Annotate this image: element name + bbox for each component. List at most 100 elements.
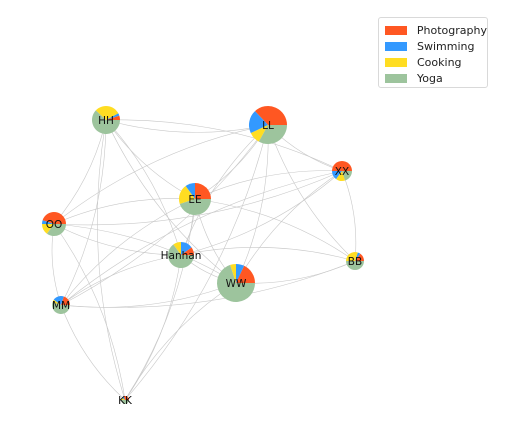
pie-slice-KK-photography — [123, 396, 129, 400]
pie-slice-MM-cooking — [52, 299, 61, 305]
pie-slice-MM-photography — [61, 296, 70, 305]
edge-OO-Hanhan — [53, 223, 182, 256]
legend-item-cooking: Cooking — [385, 54, 487, 70]
edge-XX-OO — [53, 170, 343, 226]
edge-OO-MM — [51, 223, 62, 306]
pie-slice-BB-cooking — [346, 251, 358, 261]
pie-slice-HH-swimming — [106, 113, 120, 120]
edge-EE-OO — [53, 198, 196, 225]
pie-slice-OO-photography — [42, 212, 66, 224]
edge-HH-KK — [97, 119, 126, 401]
node-label-XX: XX — [335, 166, 349, 178]
pie-slice-LL-swimming — [249, 111, 268, 134]
pie-slice-XX-photography — [332, 161, 352, 171]
pie-slice-XX-swimming — [332, 171, 342, 180]
node-label-HH: HH — [98, 115, 114, 127]
edge-layer — [51, 119, 357, 401]
node-MM[interactable]: MM — [51, 295, 70, 315]
edge-EE-BB — [194, 198, 356, 262]
pie-slice-Hanhan-yoga — [168, 244, 195, 268]
pie-slice-BB-photography — [355, 253, 364, 261]
pie-slice-OO-yoga — [46, 224, 66, 237]
pie-slice-KK-yoga — [121, 400, 129, 404]
legend-swatch — [385, 41, 407, 51]
pie-slice-XX-cooking — [336, 171, 346, 181]
legend-swatch — [385, 57, 407, 67]
legend-swatch — [385, 73, 407, 83]
legend-label: Yoga — [417, 71, 443, 85]
edge-LL-OO — [53, 124, 269, 225]
edge-XX-WW — [235, 170, 343, 284]
edge-XX-EE — [194, 170, 343, 200]
legend-item-swimming: Swimming — [385, 38, 487, 54]
node-EE[interactable]: EE — [179, 183, 211, 215]
pie-slice-OO-cooking — [42, 224, 54, 234]
edge-HH-XX — [105, 119, 343, 172]
pie-slice-WW-swimming — [236, 264, 245, 283]
pie-slice-HH-cooking — [95, 105, 119, 120]
edge-Hanhan-KK — [124, 254, 182, 401]
pie-slice-WW-yoga — [217, 264, 255, 303]
pie-slice-XX-yoga — [342, 171, 352, 181]
edge-WW-KK — [124, 282, 237, 401]
legend-label: Photography — [416, 23, 487, 37]
pie-slice-EE-photography — [195, 183, 211, 199]
edge-XX-Hanhan — [180, 170, 343, 256]
node-label-Hanhan: Hanhan — [161, 250, 202, 262]
legend: Photography Swimming Cooking Yoga — [378, 17, 488, 88]
node-LL[interactable]: LL — [249, 106, 287, 145]
node-label-OO: OO — [46, 219, 63, 231]
pie-slice-MM-yoga — [51, 302, 70, 315]
node-XX[interactable]: XX — [332, 161, 352, 181]
edge-HH-MM — [60, 119, 107, 306]
node-label-BB: BB — [348, 256, 362, 268]
pie-slice-MM-swimming — [53, 295, 64, 305]
pie-slice-WW-cooking — [230, 264, 236, 283]
node-label-LL: LL — [262, 120, 274, 132]
edge-OO-WW — [53, 223, 237, 284]
edge-WW-MM — [60, 282, 237, 308]
pie-slice-LL-photography — [254, 106, 287, 125]
node-label-WW: WW — [226, 278, 247, 290]
edge-OO-KK — [53, 223, 126, 401]
edge-EE-MM — [60, 198, 196, 306]
node-WW[interactable]: WW — [217, 264, 255, 303]
node-label-EE: EE — [188, 194, 201, 206]
edge-LL-WW — [235, 124, 269, 284]
pie-slice-Hanhan-cooking — [173, 242, 181, 255]
edge-Hanhan-MM — [60, 254, 182, 306]
edge-HH-WW — [105, 119, 237, 284]
pie-slice-HH-photography — [106, 115, 121, 120]
legend-item-yoga: Yoga — [385, 70, 487, 86]
pie-slice-Hanhan-photography — [181, 247, 195, 255]
edge-Hanhan-BB — [180, 247, 356, 262]
edge-LL-KK — [124, 124, 269, 401]
node-label-KK: KK — [118, 395, 133, 407]
node-BB[interactable]: BB — [346, 251, 364, 270]
node-label-MM: MM — [52, 300, 70, 312]
edge-XX-BB — [341, 170, 357, 262]
legend-swatch — [385, 25, 407, 35]
pie-slice-WW-photography — [236, 265, 255, 283]
edge-LL-MM — [60, 124, 269, 306]
edge-HH-LL — [105, 119, 269, 133]
pie-slice-BB-swimming — [355, 252, 361, 261]
node-Hanhan[interactable]: Hanhan — [161, 242, 202, 268]
node-OO[interactable]: OO — [42, 212, 66, 237]
pie-slice-KK-swimming — [121, 396, 125, 400]
pie-slice-BB-yoga — [346, 261, 364, 270]
node-KK[interactable]: KK — [118, 395, 133, 407]
pie-slice-LL-cooking — [250, 125, 268, 142]
pie-slice-EE-swimming — [185, 183, 195, 199]
legend-label: Swimming — [417, 39, 475, 53]
node-HH[interactable]: HH — [92, 105, 121, 134]
legend-item-photography: Photography — [385, 22, 487, 38]
edge-LL-BB — [267, 124, 356, 262]
legend-label: Cooking — [417, 55, 462, 69]
pie-slice-EE-cooking — [179, 186, 195, 204]
edge-EE-KK — [124, 198, 196, 401]
pie-slice-LL-yoga — [258, 125, 287, 145]
pie-slice-OO-swimming — [42, 220, 54, 224]
